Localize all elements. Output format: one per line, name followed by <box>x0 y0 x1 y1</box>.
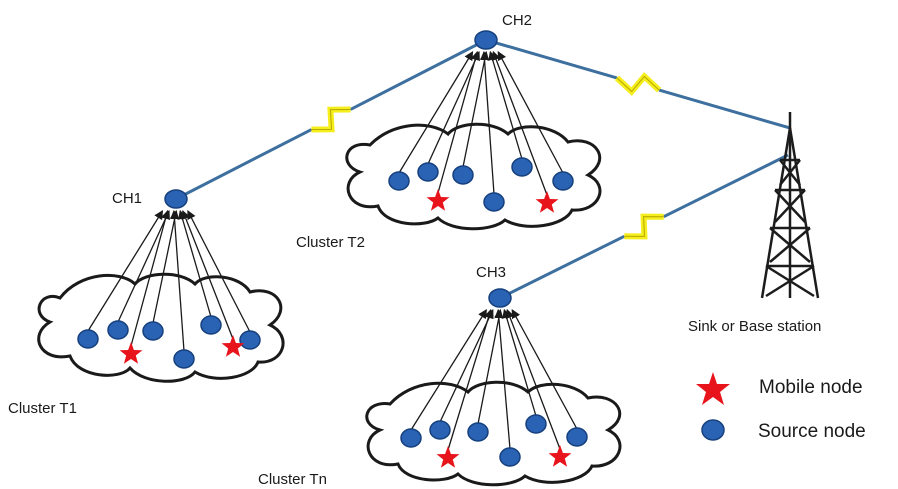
source-node-t2-1 <box>417 162 439 182</box>
link-ch1-ch2 <box>175 38 487 201</box>
arrow-t1-3 <box>169 209 185 352</box>
arrow-tn-4 <box>502 308 537 417</box>
ch2-label: CH2 <box>502 12 532 29</box>
arrow-t2-1 <box>427 50 480 165</box>
source-node-t1-2 <box>142 321 164 341</box>
source-node-t2-5 <box>552 171 574 191</box>
sink-label: Sink or Base station <box>688 318 821 335</box>
source-node-tn-0 <box>400 428 422 448</box>
link-ch3-sink <box>499 153 789 300</box>
arrow-tn-2 <box>477 308 504 425</box>
mobile-node-tn-0 <box>436 446 460 468</box>
cluster-t2-label: Cluster T2 <box>296 234 365 251</box>
arrow-tn-7 <box>505 308 561 450</box>
arrow-t1-0 <box>87 210 164 332</box>
ch1-label: CH1 <box>112 190 142 207</box>
cluster-head-tn <box>488 288 512 308</box>
source-node-tn-4 <box>525 414 547 434</box>
arrow-tn-5 <box>511 309 578 430</box>
source-node-t1-1 <box>107 320 129 340</box>
source-node-t2-2 <box>452 165 474 185</box>
uplink-arrows <box>87 50 578 451</box>
arrow-t1-5 <box>187 209 251 333</box>
arrow-t2-5 <box>497 50 564 174</box>
link-ch2-sink <box>485 38 791 130</box>
legend-mobile-label: Mobile node <box>759 377 863 398</box>
source-node-tn-2 <box>467 422 489 442</box>
source-node-t1-3 <box>173 349 195 369</box>
arrow-t1-7 <box>181 209 234 340</box>
source-node-t2-3 <box>483 192 505 212</box>
ch3-label: CH3 <box>476 264 506 281</box>
blue-ellipse-icon <box>701 419 725 441</box>
red-star-icon <box>696 372 730 405</box>
arrow-t1-6 <box>130 209 170 347</box>
mobile-node-t1-1 <box>221 335 245 357</box>
arrow-tn-0 <box>410 309 487 431</box>
nodes <box>77 30 588 468</box>
arrow-t2-7 <box>491 50 548 196</box>
arrow-t1-4 <box>178 209 212 318</box>
arrow-t1-2 <box>152 209 180 324</box>
mobile-node-t2-0 <box>426 189 450 211</box>
mobile-node-t2-1 <box>535 191 559 213</box>
mobile-node-tn-1 <box>548 445 572 467</box>
arrow-t1-1 <box>117 209 170 323</box>
arrow-tn-6 <box>447 308 493 451</box>
source-node-tn-3 <box>499 447 521 467</box>
source-node-t1-0 <box>77 329 99 349</box>
arrow-tn-3 <box>494 308 511 450</box>
source-node-t1-5 <box>239 330 261 350</box>
cluster-tn-label: Cluster Tn <box>258 471 327 488</box>
arrow-t2-4 <box>488 50 523 160</box>
arrow-tn-1 <box>439 308 494 423</box>
wireless-links <box>175 38 791 300</box>
source-node-t2-0 <box>388 171 410 191</box>
arrow-t2-2 <box>462 50 490 168</box>
arrow-t2-3 <box>479 50 495 195</box>
legend: Mobile node Source node <box>696 372 866 442</box>
cluster-head-t1 <box>164 189 188 209</box>
legend-source-label: Source node <box>758 421 866 442</box>
cluster-t1-label: Cluster T1 <box>8 400 77 417</box>
mobile-node-t1-0 <box>119 342 143 364</box>
source-node-t1-4 <box>200 315 222 335</box>
arrow-t2-6 <box>437 50 480 194</box>
base-station-tower-icon <box>760 112 820 299</box>
arrow-t2-0 <box>398 51 474 174</box>
cluster-head-t2 <box>474 30 498 50</box>
source-node-tn-1 <box>429 420 451 440</box>
source-node-tn-5 <box>566 427 588 447</box>
source-node-t2-4 <box>511 157 533 177</box>
